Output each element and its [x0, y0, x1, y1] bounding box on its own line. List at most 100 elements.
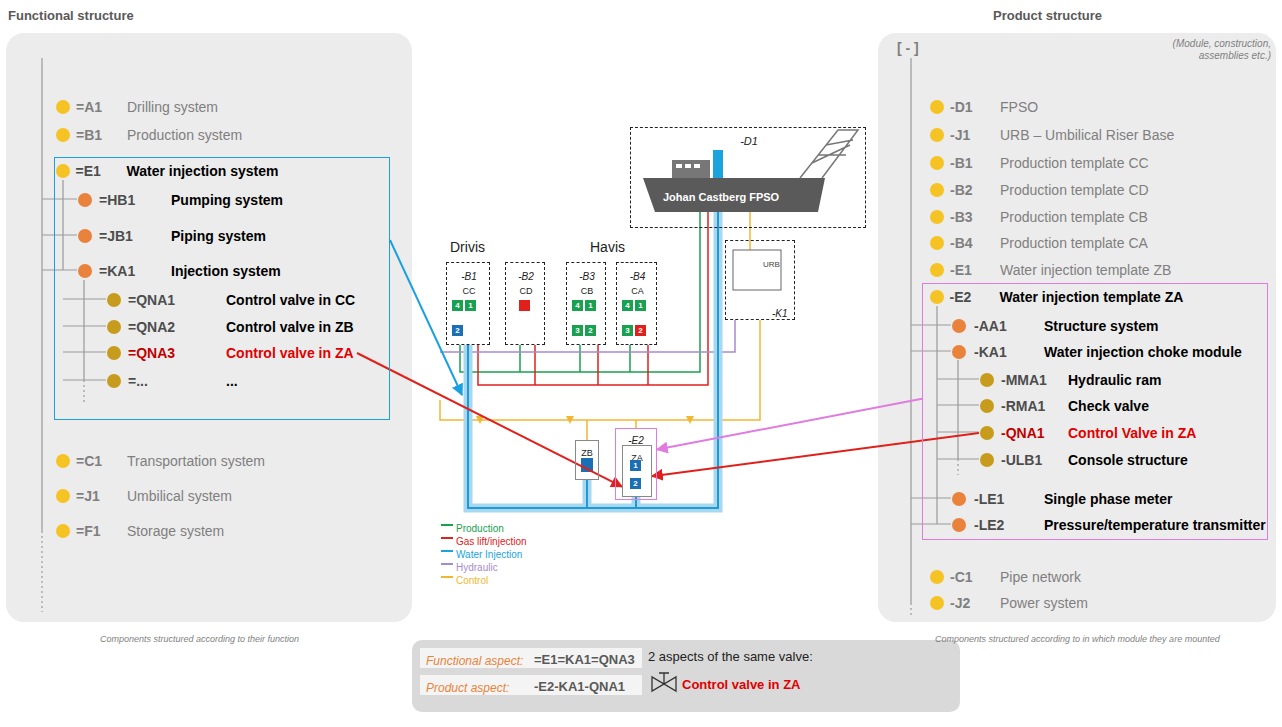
tree-trunks [42, 58, 958, 615]
text-holder: 2 [452, 325, 463, 336]
panel-ground [878, 33, 1276, 622]
node-text: Control valve in ZA [682, 678, 800, 693]
text-holder: Pipe network [1000, 568, 1081, 586]
valve-symbol [652, 673, 676, 691]
legend-swatch [441, 537, 453, 539]
legend-text: Gas lift/injection [456, 536, 527, 548]
item-name: Structure system [1044, 318, 1158, 334]
text-holder: -LE1 [974, 490, 1004, 508]
item-code: =HB1 [99, 192, 135, 208]
urb-unit [733, 250, 781, 290]
text-holder: 1 [585, 300, 596, 311]
text-holder: Injection system [171, 262, 281, 280]
tree-item: =J1Umbilical system [55, 486, 235, 506]
tree-dot [78, 229, 92, 243]
text-holder: CD [506, 280, 546, 298]
tree-branch [937, 431, 979, 432]
node-text: -E2 [628, 435, 644, 447]
node-text: -B3 [579, 271, 595, 283]
tree-dot [56, 454, 70, 468]
text-holder: FPSO [1000, 98, 1038, 116]
text-holder: Product structure [993, 6, 1102, 24]
fpso-ship [643, 130, 858, 212]
tree-branch [42, 269, 77, 270]
text-holder: CA [617, 280, 658, 298]
text-holder: Components structured according to their… [100, 628, 299, 646]
tree-dot [980, 373, 994, 387]
text-holder: CC [447, 280, 491, 298]
text-holder: =E1=KA1=QNA3 [534, 650, 635, 668]
text-holder: 2 [635, 325, 646, 336]
item-name: Production system [127, 127, 242, 143]
slot-number: 4 [572, 300, 583, 311]
item-code: -J2 [950, 595, 970, 611]
illustration-ground [425, 108, 872, 595]
tree-item: -B2Production template CD [929, 180, 1152, 200]
tree-item: -J1URB – Umbilical Riser Base [929, 125, 1177, 145]
item-code: -MMA1 [1001, 372, 1047, 388]
text-holder: -J1 [950, 126, 970, 144]
tree-dot [78, 193, 92, 207]
legend-text: Production [456, 523, 504, 535]
text-holder: =J1 [76, 487, 100, 505]
structure-panel: Functional structure=A1Drilling system=B… [6, 33, 412, 622]
item-code: -KA1 [974, 344, 1007, 360]
node-text: CC [463, 286, 476, 296]
text-holder: Control valve in ZA [682, 675, 800, 693]
aspect-strip [420, 648, 642, 668]
item-code: -B3 [950, 209, 973, 225]
item-name: Production template CD [1000, 182, 1149, 198]
item-name: Control valve in ZA [226, 345, 354, 361]
tree-dot [930, 128, 944, 142]
node-text: -K1 [772, 308, 788, 320]
tree-item: =KA1Injection system [77, 261, 284, 281]
legend-text: Water Injection [456, 549, 522, 561]
tree-dot [930, 210, 944, 224]
item-code: =... [128, 373, 148, 389]
item-name: Production template CC [1000, 155, 1149, 171]
item-name: Storage system [127, 523, 224, 539]
connector-arrow [657, 399, 922, 450]
tree-item: -D1FPSO [929, 97, 1041, 117]
tree-item: -J2Power system [929, 593, 1091, 613]
text-holder: 3 [622, 325, 633, 336]
node-text: -D1 [740, 135, 758, 148]
item-name: Control Valve in ZA [1068, 425, 1196, 441]
text-holder: Drivis [450, 238, 485, 256]
item-name: Water injection template ZB [1000, 262, 1171, 278]
text-holder: -AA1 [974, 317, 1007, 335]
tree-item: =C1Transportation system [55, 451, 268, 471]
slot-number: 2 [452, 325, 463, 336]
text-holder: 1 [465, 300, 476, 311]
text-holder: Johan Castberg FPSO [663, 187, 779, 205]
text-holder: -KA1 [974, 343, 1007, 361]
node-text: -B1 [461, 271, 477, 283]
item-name: Drilling system [127, 99, 218, 115]
text-holder: -B3 [567, 266, 607, 284]
text-holder: Console structure [1068, 451, 1188, 469]
node-text: CD [520, 286, 533, 296]
item-code: =QNA1 [128, 292, 175, 308]
item-code: -J1 [950, 127, 970, 143]
node-text: URB [763, 260, 780, 269]
slot-number: 3 [622, 325, 633, 336]
text-holder: 1 [630, 460, 641, 471]
text-holder: Drilling system [127, 98, 218, 116]
text-holder: =QNA1 [128, 291, 175, 309]
node-text: Johan Castberg FPSO [663, 191, 779, 204]
tree-dot [930, 156, 944, 170]
tree-item: =JB1Piping system [77, 226, 269, 246]
tree-item: -QNA1Control Valve in ZA [979, 423, 1199, 443]
tree-dot [930, 570, 944, 584]
tree-item: -AA1 Structure system [951, 316, 1161, 336]
text-holder: Check valve [1068, 397, 1149, 415]
node-text: -B2 [518, 271, 534, 283]
item-name: Check valve [1068, 398, 1149, 414]
item-code: -RMA1 [1001, 398, 1045, 414]
text-holder: Control valve in ZB [226, 318, 354, 336]
tree-item: -C1Pipe network [929, 567, 1084, 587]
node-text: Product structure [993, 9, 1102, 24]
tree-dot [930, 596, 944, 610]
tree-dot [56, 489, 70, 503]
